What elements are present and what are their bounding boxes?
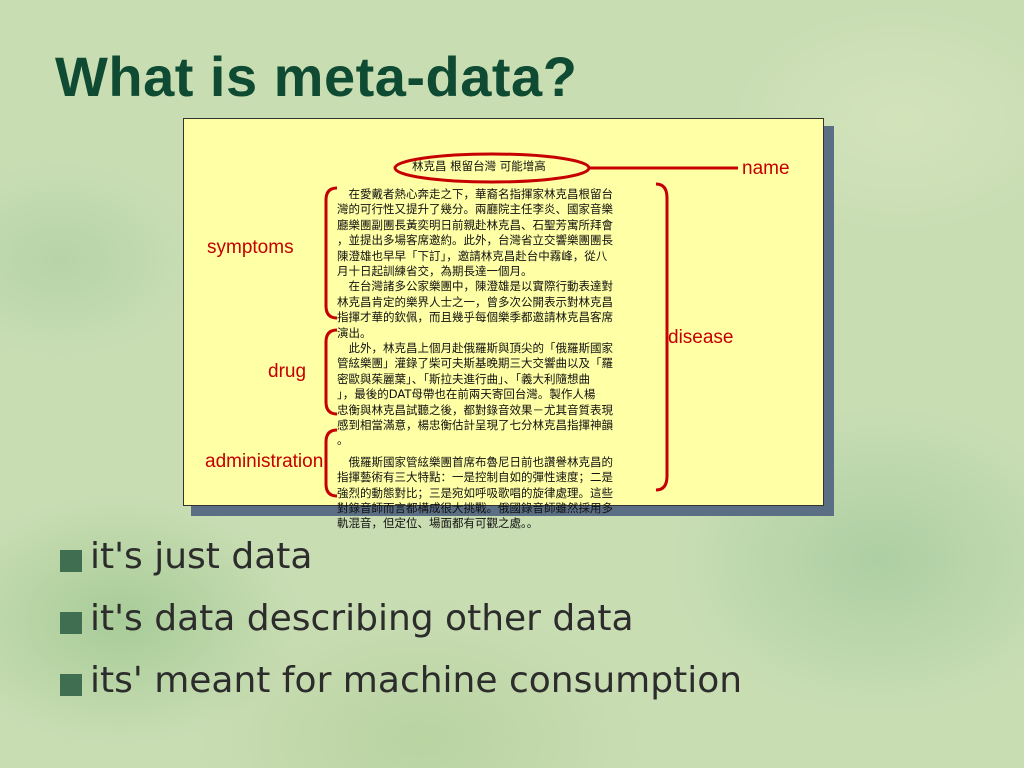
document-line: 對錄音師而言都構成很大挑戰。俄國錄音師雖然採用多 — [337, 501, 613, 515]
document-line: 月十日起訓練省交，為期長達一個月。 — [337, 264, 533, 278]
bullet-text: it's data describing other data — [90, 598, 634, 639]
disease-label: disease — [668, 327, 734, 348]
document-line: ，並提出多場客席邀約。此外，台灣省立交響樂團團長 — [337, 233, 613, 248]
bullet-text: its' meant for machine consumption — [90, 660, 743, 701]
document-line: 軌混音，但定位、場面都有可觀之處。。 — [337, 516, 539, 531]
administration-label: administration — [205, 451, 324, 472]
bullet-item: its' meant for machine consumption — [58, 654, 742, 716]
symptoms-label: symptoms — [207, 237, 294, 258]
document-line: 此外，林克昌上個月赴俄羅斯與頂尖的「俄羅斯國家 — [337, 341, 613, 355]
document-line: 指揮才華的欽佩，而且幾乎每個樂季都邀請林克昌客席 — [337, 310, 613, 325]
document-line: 密歐與茱麗葉」、「斯拉夫進行曲」、「義大利隨想曲 — [337, 371, 590, 386]
document-line: 陳澄雄也早早「下訂」，邀請林克昌赴台中霧峰，從八 — [337, 248, 608, 263]
document-line: 忠衡與林克昌試聽之後，都對錄音效果－尤其音質表現 — [337, 402, 613, 417]
document-line: 演出。 — [337, 325, 372, 340]
square-bullet-icon — [60, 674, 82, 696]
document-line: 廳樂團副團長黃奕明日前親赴林克昌、石聖芳寓所拜會 — [337, 217, 613, 232]
document-line: 」，最後的DAT母帶也在前兩天寄回台灣。製作人楊 — [337, 387, 596, 402]
bullet-list: it's just data it's data describing othe… — [58, 530, 742, 716]
bullet-text: it's just data — [90, 536, 313, 577]
bullet-item: it's just data — [58, 530, 742, 592]
document-line: 在愛戴者熱心奔走之下，華裔名指揮家林克昌根留台 — [337, 187, 613, 201]
document-line: 管絃樂團」灌錄了柴可夫斯基晚期三大交響曲以及「羅 — [337, 356, 613, 371]
square-bullet-icon — [60, 550, 82, 572]
drug-label: drug — [268, 361, 307, 382]
document-line: 林克昌肯定的樂界人士之一，曾多次公開表示對林克昌 — [337, 294, 613, 309]
document-line: 感到相當滿意，楊忠衡估計呈現了七分林克昌指揮神韻 — [337, 418, 613, 432]
document-line: 指揮藝術有三大特點：一是控制自如的彈性速度；二是 — [337, 470, 613, 485]
document-line: 在台灣諸多公家樂團中，陳澄雄是以實際行動表達對 — [337, 279, 613, 294]
document-line: 俄羅斯國家管絃樂團首席布魯尼日前也讚譽林克昌的 — [337, 454, 613, 469]
bullet-item: it's data describing other data — [58, 592, 742, 654]
document-line: 。 — [337, 433, 349, 448]
document-line: 強烈的動態對比；三是宛如呼吸歌唱的旋律處理。這些 — [337, 485, 613, 500]
document-title: 林克昌 根留台灣 可能增高 — [412, 159, 546, 173]
slide-title: What is meta-data? — [55, 45, 578, 108]
document-line: 灣的可行性又提升了幾分。兩廳院主任李炎、國家音樂 — [337, 202, 613, 217]
name-label: name — [742, 158, 790, 179]
square-bullet-icon — [60, 612, 82, 634]
